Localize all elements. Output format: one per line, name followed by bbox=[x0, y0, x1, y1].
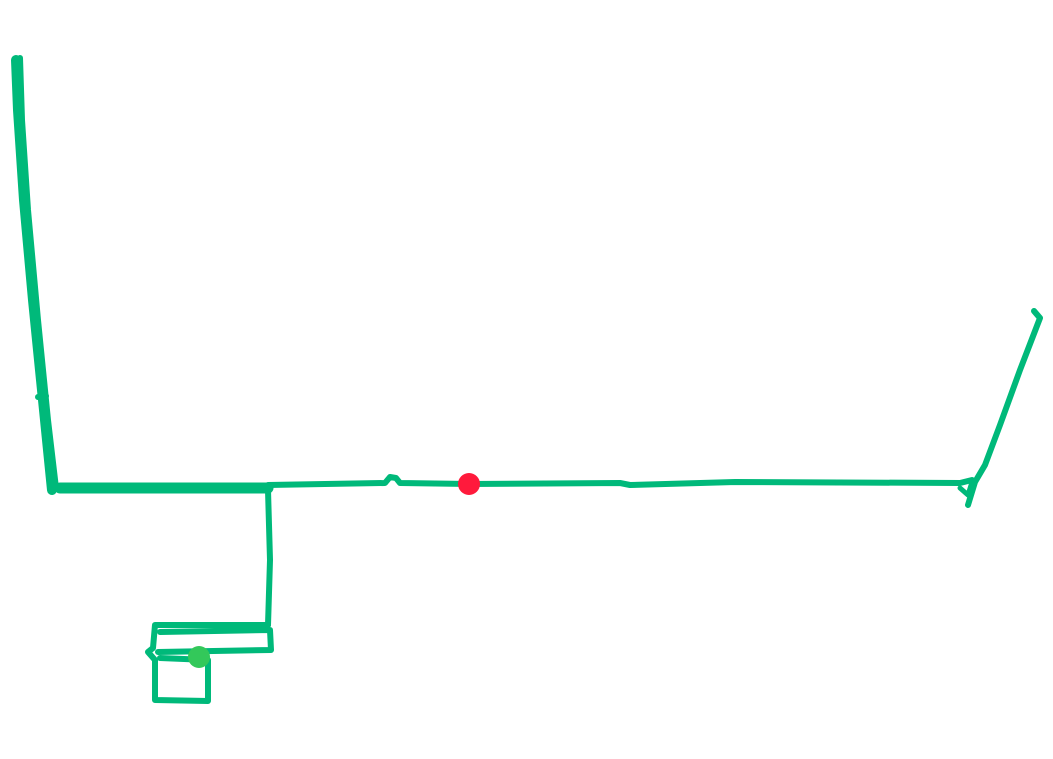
route-loop-outer bbox=[145, 622, 271, 704]
route-segment-horizontal-main bbox=[265, 474, 975, 488]
route-segment-left-vertical-overlay bbox=[17, 55, 59, 491]
current-position-marker[interactable] bbox=[458, 473, 480, 495]
route-spur-left bbox=[35, 393, 49, 400]
start-position-marker[interactable] bbox=[188, 646, 210, 668]
route-segment-down-to-loop bbox=[265, 487, 273, 628]
route-loop-inner bbox=[155, 627, 274, 655]
route-spur-right bbox=[957, 479, 975, 498]
route-segment-right-diagonal bbox=[965, 308, 1043, 508]
